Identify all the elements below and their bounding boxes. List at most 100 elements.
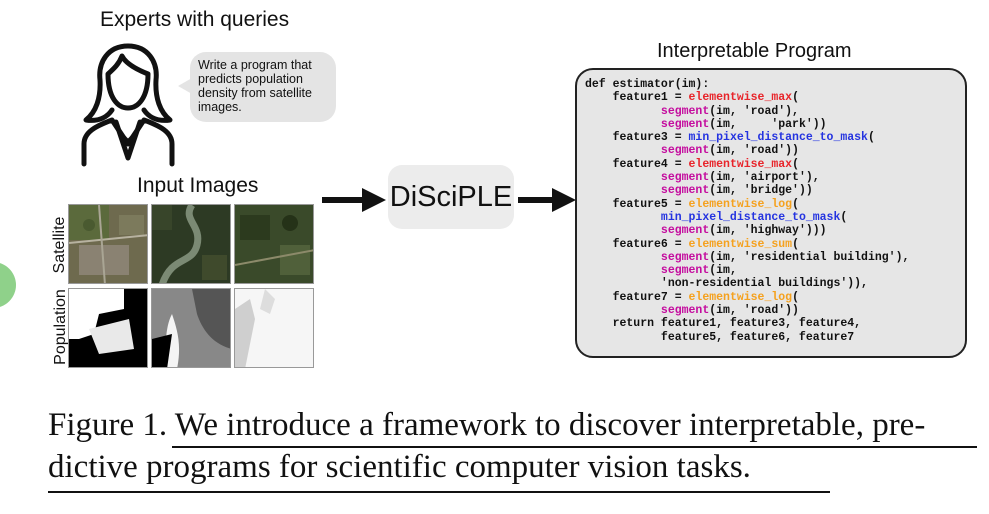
code-token: def estimator(im):	[585, 78, 710, 91]
satellite-row-label: Satellite	[51, 216, 68, 274]
code-token	[585, 304, 661, 317]
speech-bubble-tail	[178, 78, 192, 94]
code-token: (	[867, 131, 875, 145]
figure-caption: Figure 1. We introduce a framework to di…	[48, 404, 978, 488]
partial-green-circle	[0, 262, 16, 308]
population-map-3	[234, 288, 314, 368]
population-map-2	[151, 288, 231, 368]
code-token: 'non-residential buildings')),	[585, 277, 868, 291]
code-token: (im, 'bridge'))	[709, 184, 813, 198]
code-line: feature3 = min_pixel_distance_to_mask(	[585, 131, 965, 144]
expert-person-icon	[81, 43, 175, 167]
code-line: feature4 = elementwise_max(	[585, 158, 965, 171]
code-line: segment(im, 'park'))	[585, 118, 965, 131]
code-line: segment(im, 'road'))	[585, 144, 965, 157]
code-line: feature6 = elementwise_sum(	[585, 238, 965, 251]
code-token	[585, 144, 661, 157]
code-line: segment(im, 'road'))	[585, 304, 965, 317]
code-token	[585, 264, 661, 277]
caption-line: dictive programs for scientific computer…	[48, 449, 751, 485]
code-function-token: min_pixel_distance_to_mask	[660, 210, 841, 224]
code-line: return feature1, feature3, feature4,	[585, 317, 965, 330]
program-code: def estimator(im): feature1 = elementwis…	[585, 78, 965, 344]
code-token: return feature1, feature3, feature4,	[585, 317, 862, 331]
code-function-token: segment	[660, 264, 710, 278]
code-function-token: min_pixel_distance_to_mask	[688, 131, 868, 145]
program-title: Interpretable Program	[657, 40, 852, 62]
code-function-token: segment	[660, 304, 710, 318]
code-token: (	[792, 91, 799, 105]
method-box: DiSciPLE	[388, 165, 514, 229]
code-line: segment(im,	[585, 264, 965, 277]
code-token	[585, 251, 661, 264]
code-function-token: segment	[660, 250, 710, 264]
query-line: density from satellite	[198, 86, 312, 100]
method-name: DiSciPLE	[389, 180, 513, 213]
code-token	[585, 105, 661, 118]
population-map-1	[68, 288, 148, 368]
code-function-token: elementwise_max	[688, 91, 793, 105]
code-function-token: elementwise_max	[688, 157, 793, 171]
code-token	[585, 211, 661, 224]
code-line: feature7 = elementwise_log(	[585, 291, 965, 304]
code-token: (im, 'highway')))	[709, 224, 827, 238]
code-token: feature6 =	[585, 237, 689, 251]
code-token: (	[792, 197, 799, 211]
code-function-token: segment	[660, 104, 710, 118]
experts-title: Experts with queries	[100, 8, 290, 31]
code-line: def estimator(im):	[585, 78, 965, 91]
arrow-right-icon	[322, 188, 386, 212]
query-line: predicts population	[198, 72, 303, 86]
caption-underline	[172, 446, 977, 448]
input-images-title: Input Images	[137, 174, 259, 197]
program-code-box: def estimator(im): feature1 = elementwis…	[575, 68, 967, 358]
code-token: (im,	[709, 264, 737, 278]
code-line: segment(im, 'highway')))	[585, 224, 965, 237]
code-function-token: segment	[660, 224, 710, 238]
code-token	[585, 224, 661, 237]
code-function-token: elementwise_sum	[688, 237, 793, 251]
query-line: images.	[198, 100, 242, 114]
code-function-token: segment	[660, 144, 710, 158]
query-line: Write a program that	[198, 58, 312, 72]
code-token: (im, 'residential building'),	[709, 250, 910, 264]
code-line: feature5 = elementwise_log(	[585, 198, 965, 211]
code-token: (	[840, 210, 848, 224]
code-token: (im, 'road'))	[709, 144, 799, 158]
caption-line: Figure 1. We introduce a framework to di…	[48, 407, 926, 443]
code-line: segment(im, 'residential building'),	[585, 251, 965, 264]
caption-underline	[48, 491, 830, 493]
code-function-token: segment	[660, 117, 710, 131]
code-token: (	[792, 237, 799, 251]
code-token: feature4 =	[585, 157, 689, 171]
code-token: (im, 'road'))	[709, 304, 799, 318]
code-token	[585, 118, 661, 131]
code-token: (	[792, 290, 799, 304]
code-token: (im, 'airport'),	[709, 171, 820, 185]
code-line: 'non-residential buildings')),	[585, 277, 965, 290]
code-token: feature5, feature6, feature7	[585, 330, 855, 344]
satellite-image-3	[234, 204, 314, 284]
code-token: (im, 'park'))	[709, 117, 827, 131]
code-line: feature1 = elementwise_max(	[585, 91, 965, 104]
code-line: segment(im, 'airport'),	[585, 171, 965, 184]
code-function-token: elementwise_log	[688, 290, 793, 304]
arrow-right-icon	[518, 188, 576, 212]
code-token: (	[792, 157, 799, 171]
code-function-token: elementwise_log	[688, 197, 793, 211]
satellite-image-1	[68, 204, 148, 284]
code-token	[585, 171, 661, 184]
code-token: feature5 =	[585, 197, 689, 211]
satellite-image-2	[151, 204, 231, 284]
code-line: feature5, feature6, feature7	[585, 331, 965, 344]
code-line: min_pixel_distance_to_mask(	[585, 211, 965, 224]
code-token	[585, 184, 661, 197]
code-token: feature7 =	[585, 290, 689, 304]
query-speech-bubble: Write a program that predicts population…	[190, 52, 336, 122]
code-token: feature3 =	[585, 131, 689, 145]
code-token: feature1 =	[585, 91, 689, 105]
code-function-token: segment	[660, 171, 710, 185]
code-line: segment(im, 'bridge'))	[585, 184, 965, 197]
code-token: (im, 'road'),	[709, 104, 799, 118]
code-function-token: segment	[660, 184, 710, 198]
